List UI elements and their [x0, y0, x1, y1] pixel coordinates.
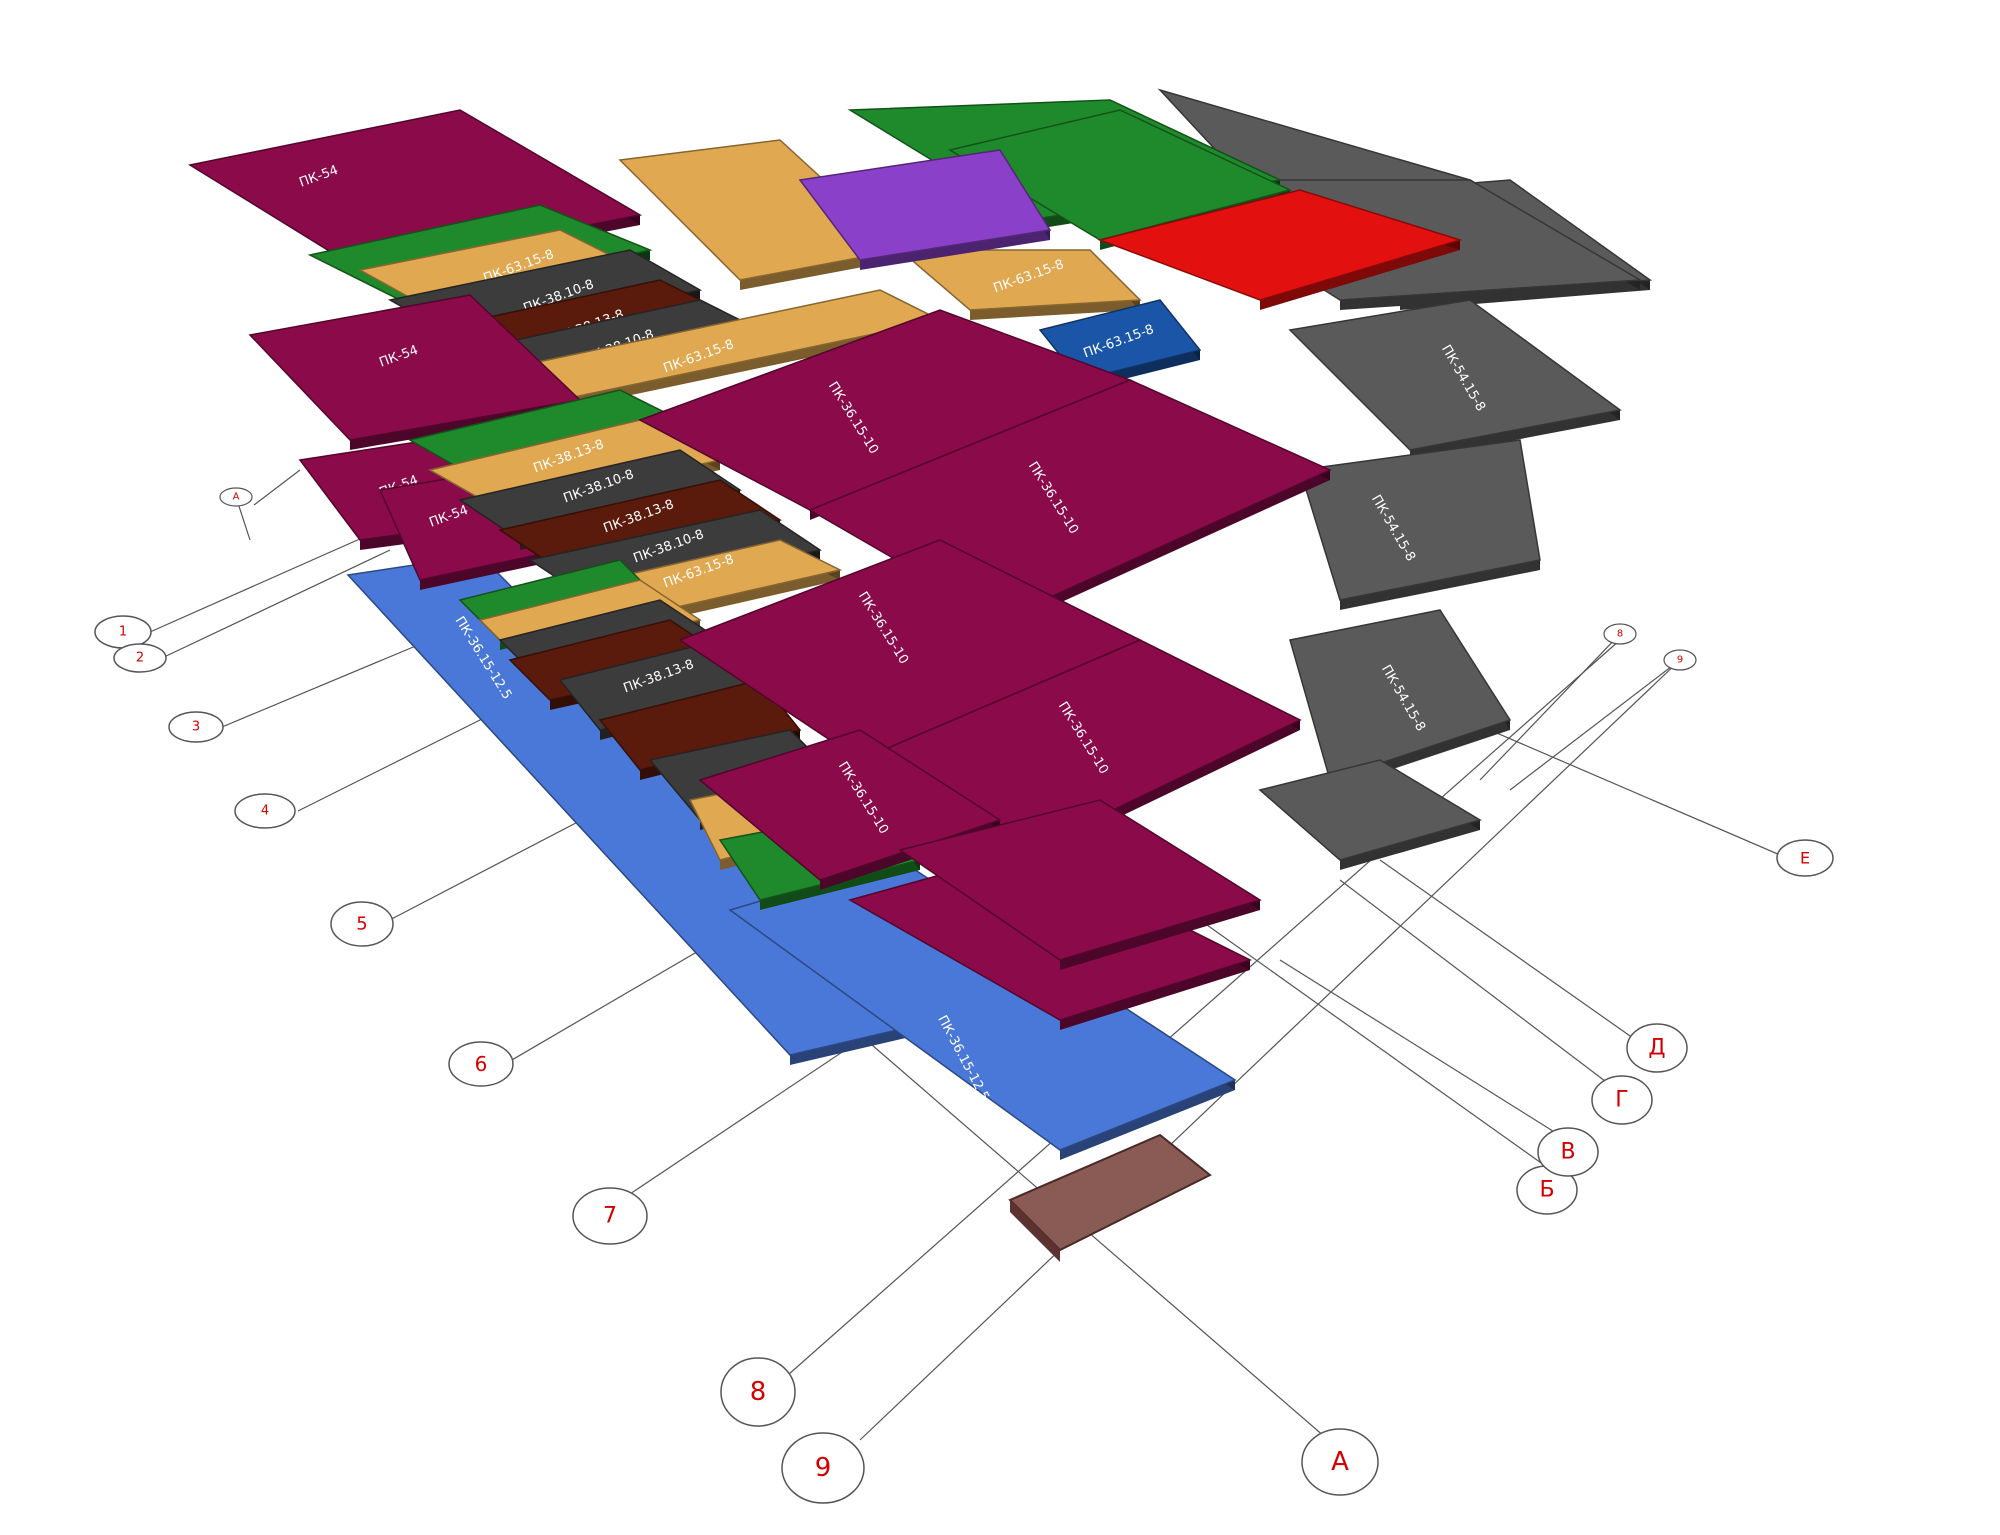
svg-text:7: 7 [603, 1204, 617, 1229]
slab-top [498, 479, 782, 571]
slab-panels: ПК-36.15-12.5ПК-36.15-12.5ПК-54.15-8ПК-5… [187, 88, 1653, 1160]
leader-line [1479, 633, 1621, 781]
axis-marker-7: 7 [572, 1187, 648, 1245]
axis-marker-g: Г [1591, 1075, 1653, 1125]
leader-line [1379, 859, 1651, 1051]
slab-edge [1340, 280, 1640, 310]
big-slab-5: ПК-36.15-10 [698, 729, 1002, 890]
svg-text:3: 3 [192, 720, 200, 735]
big-slab-6b [898, 799, 1262, 970]
grey-slab-4: ПК-54.15-8 [1289, 609, 1512, 790]
svg-text:В: В [1560, 1140, 1575, 1165]
slab-edge [1060, 900, 1260, 970]
axis-marker-3: 3 [168, 711, 224, 743]
leader-line [1199, 919, 1566, 1181]
leader-line [221, 639, 431, 728]
stair-flight [1008, 1133, 1212, 1262]
leader-line [149, 529, 381, 633]
slab-top [1289, 609, 1512, 781]
stair-side [1010, 1200, 1060, 1262]
svg-text:Г: Г [1615, 1088, 1628, 1113]
slab-edge [1260, 240, 1460, 310]
slab-top [948, 109, 1293, 241]
axis-marker-e: Е [1776, 839, 1834, 877]
slab-edge [970, 300, 1140, 320]
grey-slab-3: ПК-54.15-8 [1299, 439, 1541, 610]
axis-marker-top-a: А [219, 487, 253, 507]
slab-top [1097, 189, 1463, 301]
slab-top [598, 679, 802, 771]
slab-edge [1340, 560, 1540, 610]
slab-edge [1060, 960, 1250, 1030]
slab-top [798, 149, 1052, 261]
slab-top [898, 799, 1262, 961]
slab-top [1258, 759, 1482, 861]
slab-top [1288, 299, 1622, 451]
leader-line [779, 639, 1621, 1383]
leader-line [253, 469, 301, 506]
svg-text:6: 6 [475, 1052, 488, 1076]
svg-text:Д: Д [1648, 1036, 1665, 1061]
tan-back-right: ПК-63.15-8 [897, 249, 1142, 320]
leader-line [1279, 959, 1581, 1149]
slab-edge [1060, 1080, 1235, 1160]
axis-leader-lines [149, 469, 1781, 1451]
red-strip-top [1097, 189, 1463, 310]
svg-text:2: 2 [136, 651, 144, 666]
axis-marker-a: А [1301, 1428, 1379, 1496]
axis-marker-9: 9 [781, 1432, 865, 1504]
leader-line [1339, 879, 1631, 1101]
svg-text:А: А [1331, 1447, 1349, 1477]
axis-marker-1: 1 [94, 615, 152, 649]
axis-markers: 1 2 3 4 5 6 7 8 9 А Б В Г Д Е А 8 9 [94, 487, 1834, 1504]
top-tan-strip-2: ПК-63.15-8 [497, 289, 943, 410]
svg-text:Е: Е [1800, 849, 1810, 868]
axis-marker-top-9: 9 [1663, 649, 1697, 671]
slab-edge [560, 320, 940, 410]
purple-back [798, 149, 1052, 270]
svg-text:Б: Б [1539, 1178, 1554, 1203]
axis-marker-2: 2 [113, 643, 167, 673]
slab-edge [1340, 820, 1480, 870]
axis-marker-6: 6 [448, 1041, 514, 1087]
leader-line [859, 659, 1681, 1441]
slab-edge [420, 550, 560, 590]
slab-edge [760, 860, 920, 910]
svg-text:1: 1 [119, 625, 127, 640]
svg-text:А: А [233, 492, 240, 503]
axis-marker-d: Д [1626, 1023, 1688, 1073]
svg-text:9: 9 [815, 1453, 832, 1483]
svg-text:4: 4 [261, 804, 269, 819]
axis-marker-4: 4 [234, 793, 296, 829]
svg-text:9: 9 [1677, 655, 1683, 666]
axis-marker-top-8: 8 [1603, 623, 1637, 645]
slab-edge [1000, 470, 1330, 630]
svg-text:8: 8 [750, 1377, 767, 1407]
slab-top [458, 449, 742, 541]
slab-top [1299, 439, 1541, 601]
grey-slab-2: ПК-54.15-8 [1288, 299, 1622, 460]
leader-line [1509, 659, 1681, 791]
slab-top [698, 729, 1002, 881]
svg-text:5: 5 [356, 914, 367, 935]
axis-marker-5: 5 [330, 901, 394, 947]
axis-marker-8: 8 [720, 1357, 796, 1427]
svg-text:8: 8 [1617, 629, 1623, 640]
grey-slab-5 [1258, 759, 1482, 870]
slab-edge [860, 230, 1050, 270]
leader-line [161, 549, 391, 659]
slab-top [897, 249, 1142, 311]
axis-marker-v: В [1537, 1127, 1599, 1177]
